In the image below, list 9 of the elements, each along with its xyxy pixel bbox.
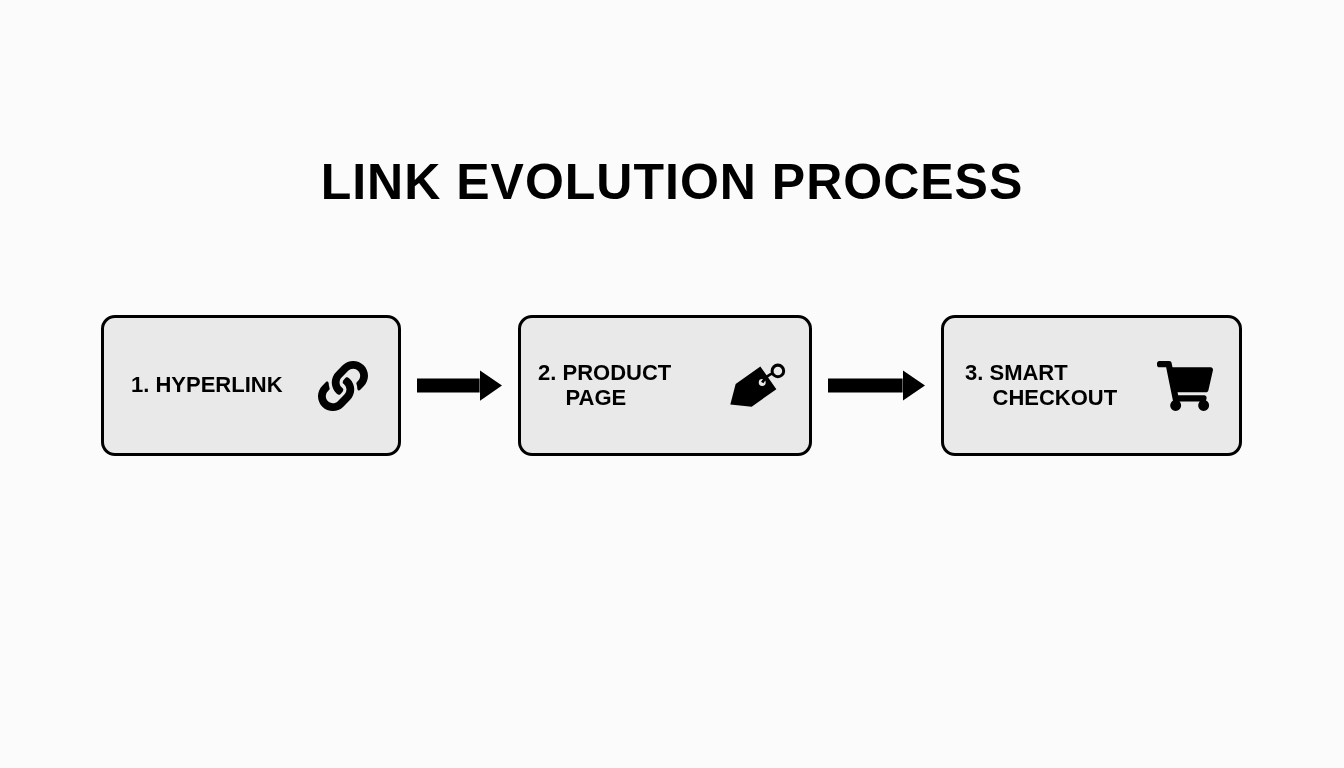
step-label: 2. PRODUCT PAGE xyxy=(538,361,673,410)
step-label: 3. SMART CHECKOUT xyxy=(965,361,1119,410)
arrow xyxy=(417,370,502,401)
arrow xyxy=(828,370,925,401)
step-label: 1. HYPERLINK xyxy=(131,373,284,398)
process-box xyxy=(941,315,1242,456)
process-box xyxy=(518,315,812,456)
process-box xyxy=(101,315,401,456)
diagram-title: LINK EVOLUTION PROCESS xyxy=(320,157,1024,207)
